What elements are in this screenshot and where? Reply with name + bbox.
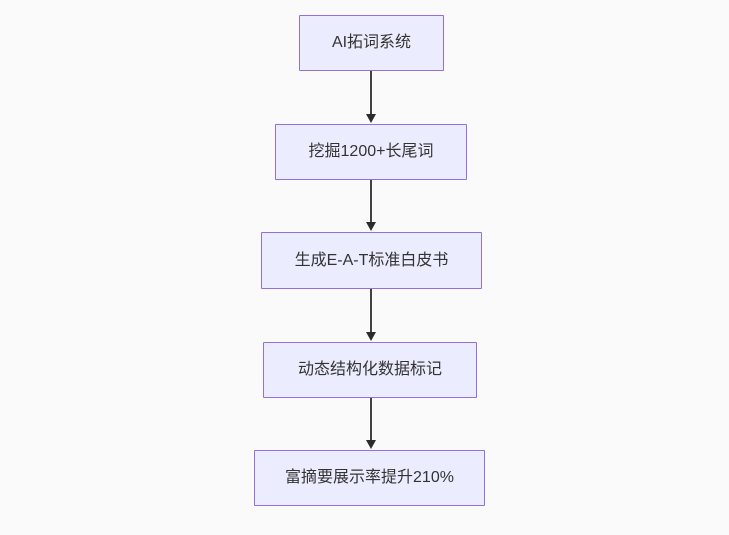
node-label: 生成E-A-T标准白皮书 (294, 251, 449, 269)
node-label: 富摘要展示率提升210% (285, 469, 454, 487)
node-label: 动态结构化数据标记 (297, 361, 442, 379)
edge-arrow-a-to-b (366, 71, 376, 123)
edge-arrow-b-to-c (366, 180, 376, 231)
node-ai-keyword-expansion-system: AI拓词系统 (299, 15, 444, 71)
node-dynamic-structured-data-markup: 动态结构化数据标记 (263, 342, 477, 398)
edge-arrow-d-to-e (366, 398, 376, 449)
node-rich-snippet-rate-increase: 富摘要展示率提升210% (254, 450, 485, 506)
edge-arrow-c-to-d (366, 289, 376, 341)
node-eat-standard-whitepaper: 生成E-A-T标准白皮书 (261, 232, 482, 289)
node-longtail-keyword-mining: 挖掘1200+长尾词 (275, 124, 467, 180)
node-label: AI拓词系统 (331, 34, 412, 52)
node-label: 挖掘1200+长尾词 (308, 143, 434, 161)
